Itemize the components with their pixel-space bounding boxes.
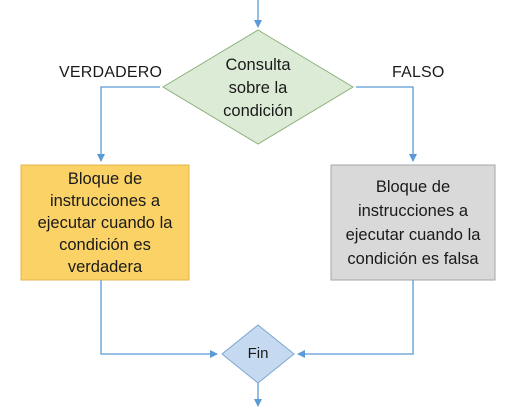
true-block-box	[20, 164, 190, 281]
decision-text: Consulta sobre la condición	[193, 50, 323, 126]
false-branch-connector	[356, 86, 417, 162]
end-node-label: Fin	[247, 345, 269, 362]
false-branch-label: FALSO	[392, 64, 445, 81]
true-block-line-3: ejecutar cuando la	[37, 213, 173, 232]
true-block-line-4: condición es	[59, 235, 151, 254]
decision-line-1: Consulta	[225, 55, 291, 74]
decision-line-2: sobre la	[228, 78, 288, 97]
false-block-line-4: condición es falsa	[347, 249, 479, 268]
true-block-line-2: instrucciones a	[49, 191, 161, 210]
false-block-line-2: instrucciones a	[357, 201, 469, 220]
decision-diamond	[162, 29, 354, 145]
false-block-box	[330, 164, 496, 281]
false-block-line-3: ejecutar cuando la	[345, 225, 481, 244]
true-branch-connector	[97, 86, 160, 162]
true-branch-label: VERDADERO	[59, 64, 163, 81]
true-block-line-1: Bloque de	[67, 169, 143, 188]
true-block-line-5: verdadera	[67, 257, 143, 276]
true-block-text: Bloque de instrucciones a ejecutar cuand…	[21, 165, 189, 280]
true-merge-connector	[100, 280, 218, 358]
false-block-line-1: Bloque de	[375, 177, 451, 196]
false-merge-connector	[297, 280, 414, 358]
false-block-text: Bloque de instrucciones a ejecutar cuand…	[331, 165, 495, 280]
decision-line-3: condición	[223, 101, 293, 120]
